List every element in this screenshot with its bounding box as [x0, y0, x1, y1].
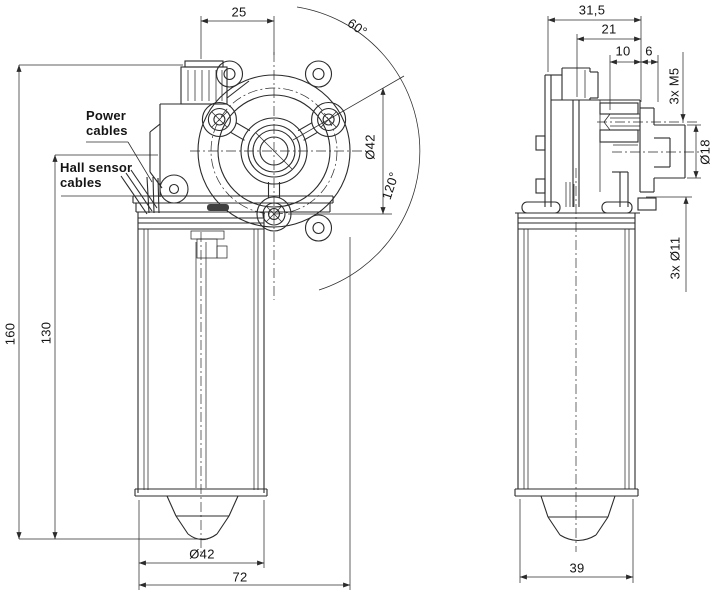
cables: [120, 169, 160, 215]
dim-shaft-dia-18: Ø18: [697, 139, 713, 165]
dim-boss-holes-3x11: 3x Ø11: [667, 236, 683, 280]
label-power-cables: Power cables: [86, 108, 128, 138]
dim-motor-length-130: 130: [38, 321, 54, 345]
dim-bolt-circle-dia-42: Ø42: [362, 134, 378, 160]
dim-overall-depth-31-5: 31,5: [578, 2, 606, 18]
grommet: [207, 204, 229, 211]
label-hall-sensor-cables: Hall sensor cables: [60, 160, 133, 190]
dim-boss-offset-6: 6: [645, 43, 653, 59]
dim-body-dia-42: Ø42: [189, 546, 215, 562]
screw-boss: [311, 101, 347, 138]
dim-overall-width-72: 72: [232, 569, 248, 585]
dim-mount-thread-3xM5: 3x M5: [666, 67, 682, 105]
dim-body-width-39: 39: [569, 560, 585, 576]
dim-overall-length-160: 160: [2, 322, 18, 346]
dim-boss-depth-10: 10: [615, 43, 631, 59]
screw-boss: [201, 101, 237, 138]
dim-gearbox-depth-21: 21: [601, 21, 617, 37]
side-view-drawing: [514, 16, 701, 583]
front-view-drawing: [16, 6, 421, 590]
dim-top-offset-25: 25: [231, 4, 247, 20]
